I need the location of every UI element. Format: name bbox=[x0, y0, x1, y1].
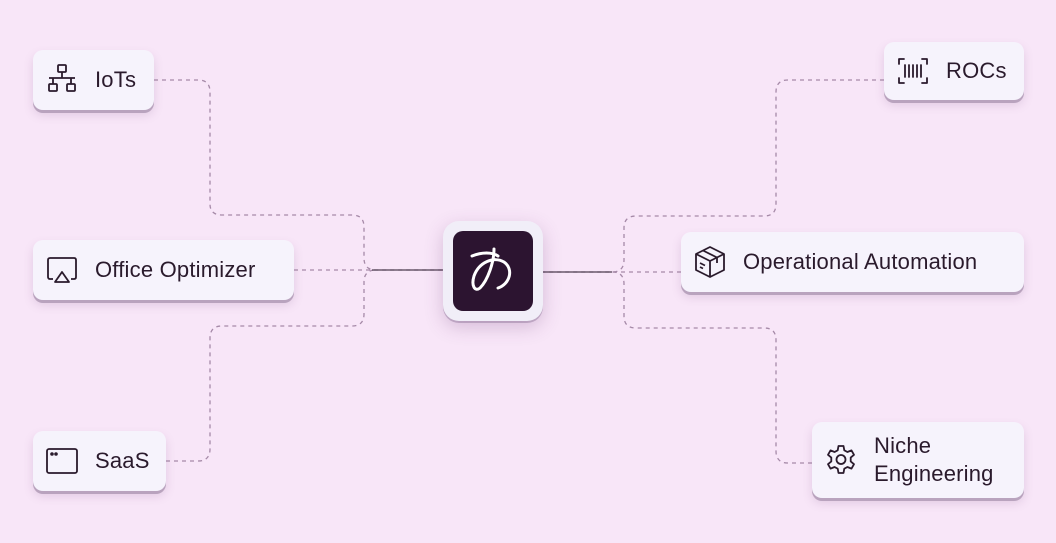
hub-node[interactable] bbox=[443, 221, 543, 321]
node-label: Operational Automation bbox=[743, 249, 978, 274]
hub-logo-tile bbox=[453, 231, 533, 311]
node-label: Office Optimizer bbox=[95, 257, 256, 282]
node-label: IoTs bbox=[95, 67, 137, 92]
node-iots[interactable]: IoTs bbox=[33, 50, 154, 110]
airplay-icon bbox=[45, 251, 83, 289]
gear-icon bbox=[824, 441, 862, 479]
node-office-optimizer[interactable]: Office Optimizer bbox=[33, 240, 294, 300]
brand-logo-icon bbox=[464, 240, 522, 303]
node-label: Niche Engineering bbox=[874, 433, 994, 486]
connector-niche bbox=[611, 271, 812, 464]
browser-window-icon bbox=[45, 442, 83, 480]
package-box-icon bbox=[693, 243, 731, 281]
connector-rocs bbox=[543, 79, 884, 273]
node-rocs[interactable]: ROCs bbox=[884, 42, 1024, 100]
barcode-scan-icon bbox=[896, 52, 934, 90]
node-niche-engineering[interactable]: Niche Engineering bbox=[812, 422, 1024, 498]
node-label: ROCs bbox=[946, 58, 1007, 83]
node-saas[interactable]: SaaS bbox=[33, 431, 166, 491]
network-icon bbox=[45, 61, 83, 99]
node-operational-automation[interactable]: Operational Automation bbox=[681, 232, 1024, 292]
connector-iots bbox=[154, 79, 443, 271]
node-label: SaaS bbox=[95, 448, 150, 473]
